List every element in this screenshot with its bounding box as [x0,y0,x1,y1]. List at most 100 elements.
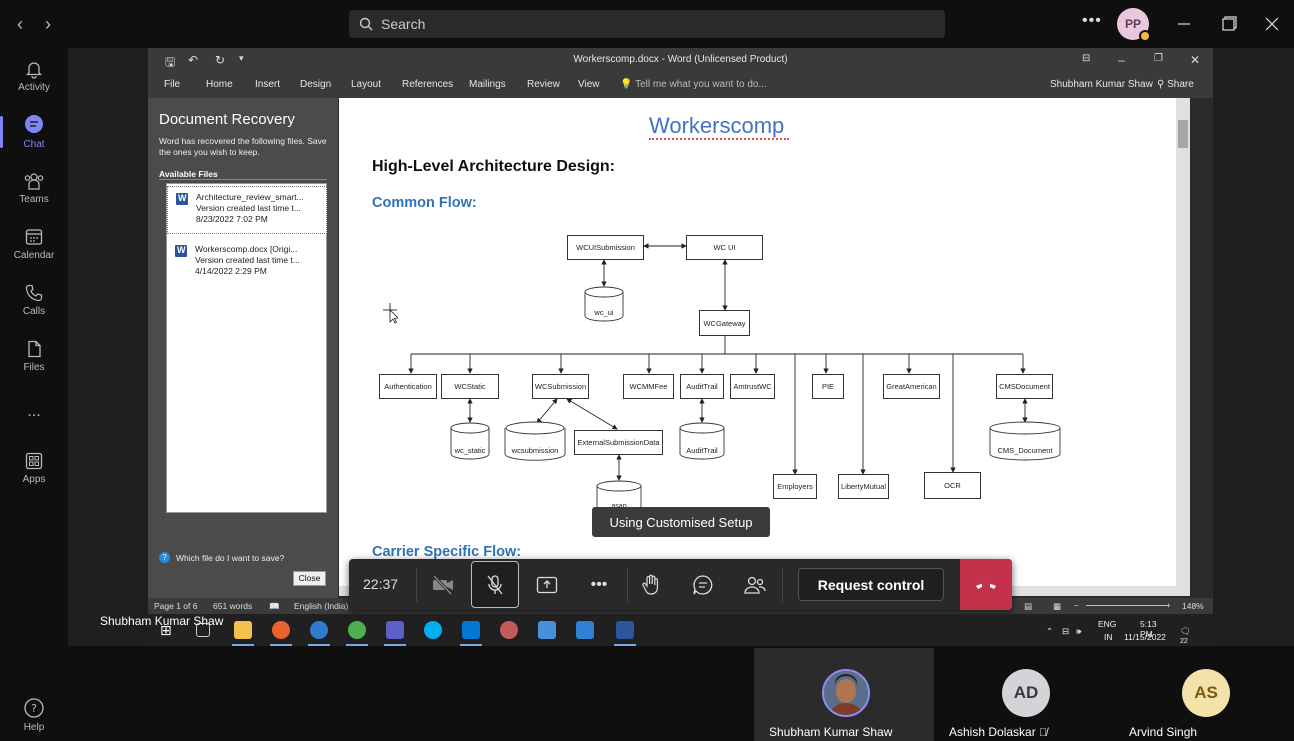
more-options-icon[interactable]: ••• [1082,12,1102,29]
page-count[interactable]: Page 1 of 6 [154,601,198,611]
rail-item-teams[interactable]: Teams [0,160,68,216]
running-indicator [460,644,482,646]
participants-button[interactable] [731,561,779,608]
recovery-file-name: Architecture_review_smart... [196,192,304,202]
node-authentication: Authentication [379,374,437,399]
recovery-close-button[interactable]: Close [293,571,326,586]
recovery-file-item[interactable]: Architecture_review_smart... Version cre… [167,186,327,234]
tab-review[interactable]: Review [527,79,560,90]
tell-me-input[interactable]: 💡 Tell me what you want to do... [620,79,767,90]
tab-layout[interactable]: Layout [351,79,382,90]
participant-tile[interactable]: Shubham Kumar Shaw [754,648,934,741]
zoom-level[interactable]: 148% [1182,601,1204,611]
recovery-file-item[interactable]: Workerscomp.docx [Origi... Version creat… [167,239,327,287]
rail-label: Calls [22,306,46,317]
node-externalsubmissiondata: ExternalSubmissionData [574,430,663,455]
outlook-icon [462,621,480,639]
meeting-controls: 22:37 ••• Request control [349,559,1012,610]
phone-icon [25,284,43,302]
read-mode-icon[interactable]: ▤ [1024,601,1033,611]
rail-item-more[interactable]: ... [0,384,68,440]
print-layout-icon[interactable]: ▦ [1053,601,1062,611]
rail-label: Apps [22,474,46,485]
rail-item-apps[interactable]: Apps [0,440,68,496]
rail-item-chat[interactable]: Chat [0,104,68,160]
rail-item-calls[interactable]: Calls [0,272,68,328]
back-arrow-icon[interactable]: ‹ [17,14,23,34]
participant-tile[interactable]: AD Ashish Dolaskar 🎙̸ [934,648,1114,741]
person-photo-icon [824,671,868,715]
proofing-icon[interactable]: 📖 [269,601,280,611]
tab-references[interactable]: References [402,79,454,90]
word-user-name[interactable]: Shubham Kumar Shaw [1050,79,1153,90]
recovery-file-list: Architecture_review_smart... Version cre… [166,183,327,513]
tab-home[interactable]: Home [206,79,233,90]
word-app-icon [616,621,634,639]
camera-off-button[interactable] [419,561,467,608]
node-pie: PIE [812,374,844,399]
word-count[interactable]: 651 words [213,601,253,611]
tray-time: 5:13 PM [1140,619,1157,639]
close-icon[interactable] [1260,12,1284,36]
restore-icon[interactable] [1216,12,1240,36]
tab-insert[interactable]: Insert [255,79,281,90]
tab-design[interactable]: Design [300,79,332,90]
tab-mailings[interactable]: Mailings [469,79,506,90]
help-label: Help [23,722,45,733]
participant-avatar: AS [1182,669,1230,717]
share-button[interactable]: ⚲ Share [1157,79,1194,90]
node-audittrail: AuditTrail [680,374,724,399]
language-indicator[interactable]: English (India) [294,601,349,611]
tab-file[interactable]: File [164,79,181,90]
user-initials: PP [1124,17,1141,31]
redo-icon[interactable]: ↻ [215,53,226,67]
vertical-scrollbar[interactable] [1176,98,1190,586]
zoom-slider[interactable] [1086,605,1168,606]
tab-view[interactable]: View [578,79,600,90]
word-minimize-icon[interactable]: – [1118,53,1125,67]
request-control-button[interactable]: Request control [798,568,944,601]
undo-icon[interactable]: ↶ [188,53,199,67]
user-avatar[interactable]: PP [1117,8,1151,42]
word-restore-icon[interactable]: ❐ [1154,53,1163,64]
leave-call-button[interactable] [960,559,1012,610]
document-page[interactable]: Workerscomp High-Level Architecture Desi… [339,98,1176,586]
zoom-in-icon[interactable]: + [1166,601,1171,610]
rail-item-calendar[interactable]: Calendar [0,216,68,272]
recovery-help-link[interactable]: ? Which file do I want to save? [159,552,284,563]
raise-hand-button[interactable] [627,561,675,608]
raise-hand-icon [642,574,659,595]
search-input[interactable]: Search [349,10,945,38]
customize-qat-icon[interactable]: ▾ [239,53,244,63]
help-button[interactable]: ? Help [0,697,68,733]
word-title: Workerscomp.docx - Word (Unlicensed Prod… [573,54,788,65]
mute-button[interactable] [471,561,519,608]
more-actions-button[interactable]: ••• [575,561,623,608]
scroll-thumb[interactable] [1178,120,1188,148]
notification-icon: 🗨22 [1180,626,1191,645]
tray-chevron-icon: ⌃ [1046,626,1054,636]
rail-item-files[interactable]: Files [0,328,68,384]
help-icon: ? [24,698,44,718]
forward-arrow-icon[interactable]: › [45,14,51,34]
running-indicator [346,644,368,646]
save-icon[interactable]: 🖫 [165,55,176,69]
word-close-icon[interactable]: ✕ [1190,53,1201,67]
search-placeholder: Search [381,16,426,32]
chat-button[interactable] [679,561,727,608]
share-screen-button[interactable] [523,561,571,608]
tray-region: IN [1104,632,1113,642]
zoom-out-icon[interactable]: − [1074,601,1079,610]
divider [782,567,783,602]
vscode-icon [576,621,594,639]
rail-label: Teams [19,194,49,205]
node-wcgateway: WCGateway [699,310,750,336]
rail-label: Calendar [13,250,55,261]
ribbon-display-icon[interactable]: ⊟ [1082,53,1091,64]
rail-item-activity[interactable]: Activity [0,48,68,104]
participant-tile[interactable]: AS Arvind Singh [1114,648,1294,741]
node-wcsubmission-db: wcsubmission [511,446,559,455]
windows-start-icon: ⊞ [160,622,172,638]
node-libertymutual: LibertyMutual [838,474,889,499]
minimize-icon[interactable] [1172,12,1196,36]
